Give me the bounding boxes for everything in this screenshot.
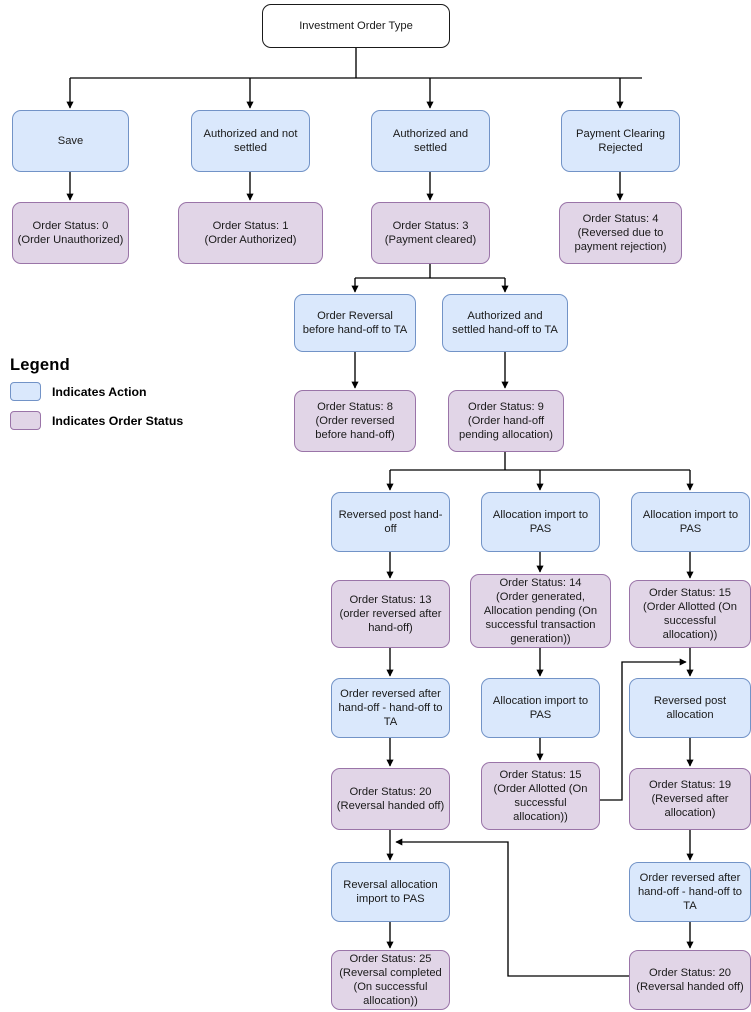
legend-item-status: Indicates Order Status (10, 411, 183, 430)
node-reversed-post-handoff[interactable]: Reversed post hand- off (331, 492, 450, 552)
node-order-status-19[interactable]: Order Status: 19 (Reversed after allocat… (629, 768, 751, 830)
legend-item-action: Indicates Action (10, 382, 183, 401)
node-allocation-import-to-pas-right[interactable]: Allocation import to PAS (631, 492, 750, 552)
node-order-status-14[interactable]: Order Status: 14 (Order generated, Alloc… (470, 574, 611, 648)
node-payment-clearing-rejected[interactable]: Payment Clearing Rejected (561, 110, 680, 172)
node-order-status-9[interactable]: Order Status: 9 (Order hand-off pending … (448, 390, 564, 452)
node-order-reversal-before-handoff[interactable]: Order Reversal before hand-off to TA (294, 294, 416, 352)
node-save[interactable]: Save (12, 110, 129, 172)
node-order-status-20-right[interactable]: Order Status: 20 (Reversal handed off) (629, 950, 751, 1010)
node-order-reversed-after-handoff-to-ta-left[interactable]: Order reversed after hand-off - hand-off… (331, 678, 450, 738)
node-authorized-and-not-settled[interactable]: Authorized and not settled (191, 110, 310, 172)
node-order-status-3[interactable]: Order Status: 3 (Payment cleared) (371, 202, 490, 264)
node-order-status-0[interactable]: Order Status: 0 (Order Unauthorized) (12, 202, 129, 264)
node-reversal-allocation-import-to-pas[interactable]: Reversal allocation import to PAS (331, 862, 450, 922)
node-order-status-4[interactable]: Order Status: 4 (Reversed due to payment… (559, 202, 682, 264)
legend: Legend Indicates Action Indicates Order … (10, 356, 183, 440)
legend-title: Legend (10, 356, 70, 374)
node-order-status-20-left[interactable]: Order Status: 20 (Reversal handed off) (331, 768, 450, 830)
node-allocation-import-to-pas-mid[interactable]: Allocation import to PAS (481, 492, 600, 552)
node-authorized-and-settled[interactable]: Authorized and settled (371, 110, 490, 172)
node-investment-order-type[interactable]: Investment Order Type (262, 4, 450, 48)
node-allocation-import-to-pas-mid-2[interactable]: Allocation import to PAS (481, 678, 600, 738)
node-order-reversed-after-handoff-to-ta-right[interactable]: Order reversed after hand-off - hand-off… (629, 862, 751, 922)
legend-label-status: Indicates Order Status (52, 413, 184, 428)
node-order-status-1[interactable]: Order Status: 1 (Order Authorized) (178, 202, 323, 264)
node-order-status-8[interactable]: Order Status: 8 (Order reversed before h… (294, 390, 416, 452)
node-order-status-13[interactable]: Order Status: 13 (order reversed after h… (331, 580, 450, 648)
legend-label-action: Indicates Action (52, 384, 147, 399)
node-reversed-post-allocation[interactable]: Reversed post allocation (629, 678, 751, 738)
node-order-status-15-right[interactable]: Order Status: 15 (Order Allotted (On suc… (629, 580, 751, 648)
legend-swatch-status (10, 411, 41, 430)
node-order-status-25[interactable]: Order Status: 25 (Reversal completed (On… (331, 950, 450, 1010)
node-order-status-15-mid[interactable]: Order Status: 15 (Order Allotted (On suc… (481, 762, 600, 830)
node-authorized-settled-handoff-to-ta[interactable]: Authorized and settled hand-off to TA (442, 294, 568, 352)
legend-swatch-action (10, 382, 41, 401)
